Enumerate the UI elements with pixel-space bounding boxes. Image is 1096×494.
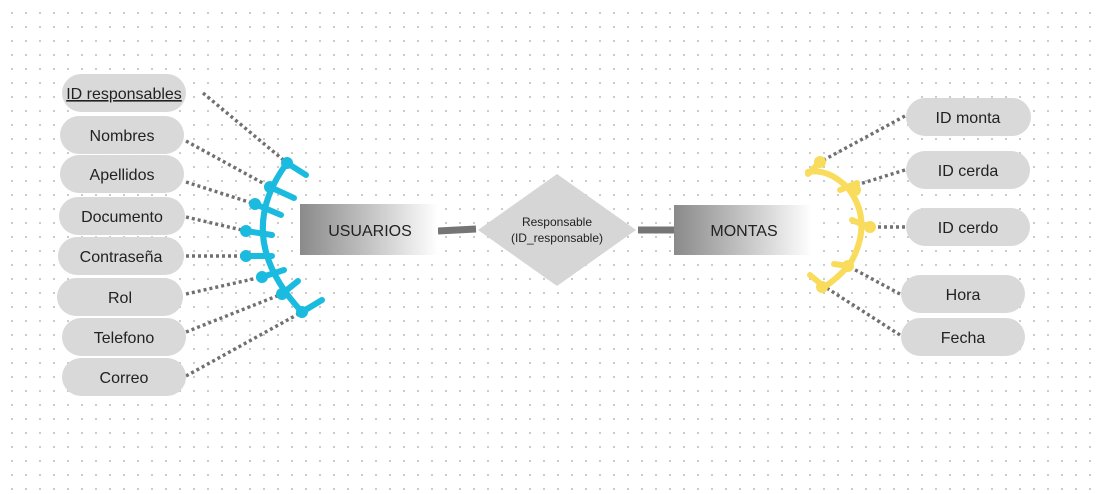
attribute-label: Correo [100, 370, 149, 387]
attribute-telefono[interactable]: Telefono [62, 318, 186, 356]
link-id-responsables [201, 91, 289, 165]
attribute-label: Rol [108, 290, 132, 307]
usuarios-attribute-links [185, 91, 303, 378]
attribute-label: ID cerdo [938, 220, 999, 237]
attribute-correo[interactable]: Correo [62, 358, 186, 396]
montas-connector [805, 156, 876, 293]
relationship-label-line1: Responsable [522, 215, 592, 229]
attribute-documento[interactable]: Documento [59, 197, 185, 235]
entity-usuarios[interactable]: USUARIOS [300, 204, 438, 255]
relationship-label-line2: (ID_responsable) [511, 231, 603, 245]
attribute-label: Nombres [90, 128, 155, 145]
link-nombres [185, 139, 271, 189]
attribute-id-monta[interactable]: ID monta [906, 98, 1031, 136]
link-documento [185, 215, 247, 233]
entity-montas[interactable]: MONTAS [674, 205, 812, 255]
attribute-label: Apellidos [90, 167, 155, 184]
attribute-label: Documento [81, 209, 163, 226]
link-usuarios-relationship [437, 225, 477, 235]
montas-attributes: ID monta ID cerda ID cerdo Hora Fecha [901, 98, 1031, 356]
usuarios-connector [240, 157, 325, 318]
entity-montas-label: MONTAS [710, 223, 777, 240]
link-telefono [185, 292, 283, 334]
attribute-contrasena[interactable]: Contraseña [58, 237, 184, 275]
attribute-label: Telefono [94, 330, 155, 347]
relationship-responsable[interactable]: Responsable (ID_responsable) [478, 174, 636, 286]
attribute-label: Hora [946, 287, 981, 304]
attribute-fecha[interactable]: Fecha [901, 318, 1025, 356]
attribute-id-responsables[interactable]: ID responsables [62, 74, 186, 112]
attribute-label: ID monta [936, 110, 1001, 127]
link-correo [185, 310, 303, 378]
usuarios-attributes: ID responsables Nombres Apellidos Docume… [57, 74, 186, 396]
attribute-label: ID cerda [938, 163, 999, 180]
attribute-rol[interactable]: Rol [57, 278, 183, 316]
entity-usuarios-label: USUARIOS [328, 223, 412, 240]
attribute-nombres[interactable]: Nombres [60, 116, 184, 154]
attribute-id-cerdo[interactable]: ID cerdo [906, 208, 1030, 246]
attribute-hora[interactable]: Hora [901, 275, 1025, 313]
attribute-label: Contraseña [80, 249, 163, 266]
link-fecha [821, 283, 901, 337]
attribute-apellidos[interactable]: Apellidos [60, 155, 184, 193]
attribute-id-cerda[interactable]: ID cerda [906, 151, 1030, 189]
attribute-label: ID responsables [66, 86, 182, 103]
link-hora [847, 264, 901, 296]
link-rol [185, 275, 263, 296]
link-id-monta [819, 114, 906, 164]
attribute-label: Fecha [941, 330, 986, 347]
link-apellidos [185, 180, 256, 206]
